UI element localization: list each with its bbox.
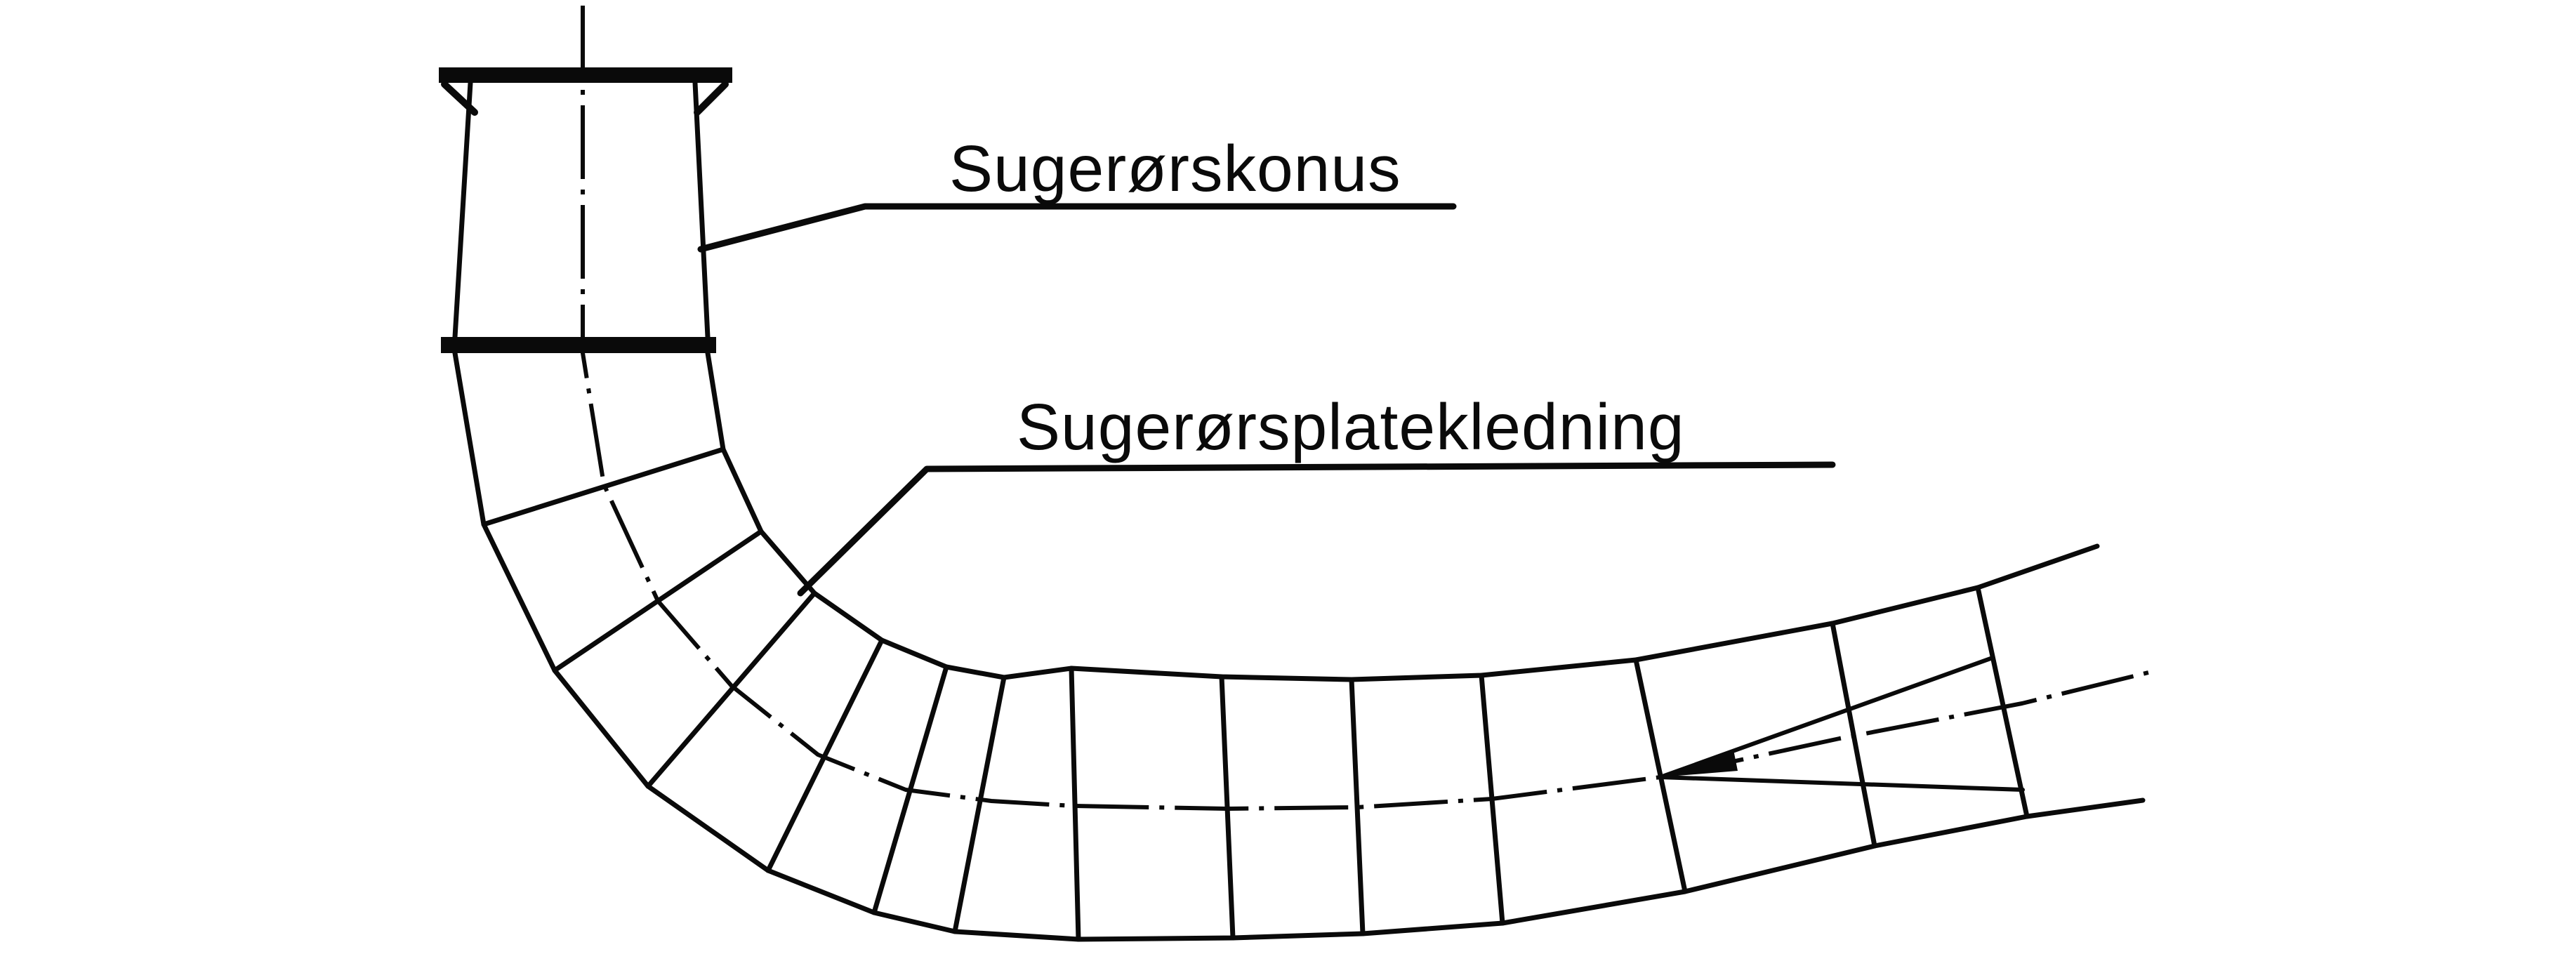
plate-divider-line-1 — [1069, 666, 1081, 942]
flange-gusset-2 — [694, 81, 729, 116]
draft-tube-cone-group — [439, 67, 732, 353]
leader-sugerorsplatekledning — [797, 461, 1836, 597]
label-sugerorsplatekledning: Sugerørsplatekledning — [1017, 390, 1685, 463]
cone-left-wall — [452, 80, 473, 340]
plate-divider-line-7 — [1975, 585, 2030, 819]
tube-centerline — [581, 6, 2149, 811]
flow-arrow-tail-2 — [1658, 775, 2025, 792]
label-sugerorskonus: Sugerørskonus — [949, 132, 1401, 205]
cone-bottom-flange — [441, 337, 716, 353]
centerline-group — [581, 6, 2149, 811]
leader-lines-group — [697, 203, 1836, 597]
elbow-miter-line-6 — [952, 675, 1007, 934]
plate-divider-line-3 — [1349, 677, 1366, 936]
leader-sugerorskonus — [697, 203, 1457, 253]
flow-arrow-tail-1 — [1658, 656, 1995, 779]
flow-arrow-group — [1658, 656, 2025, 792]
cone-top-flange — [439, 67, 732, 83]
flange-gusset-1 — [441, 81, 478, 116]
elbow-miter-line-1 — [481, 446, 726, 527]
cone-right-wall — [692, 80, 711, 340]
elbow-miter-line-3 — [645, 590, 817, 789]
